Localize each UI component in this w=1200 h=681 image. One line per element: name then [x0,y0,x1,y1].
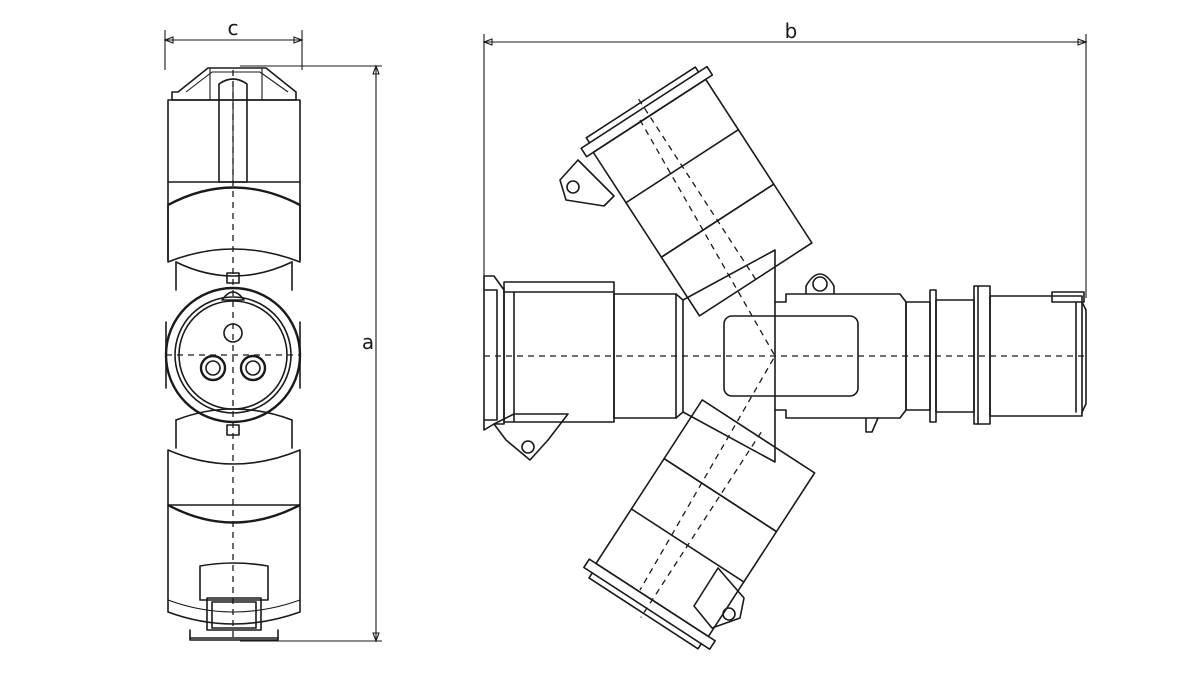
dimension-a-label: a [362,330,374,354]
contact-right [239,354,267,382]
branch-centerlines [639,119,776,591]
upper-socket-body [167,99,301,183]
front-view [164,67,302,641]
side-view [483,65,1087,650]
lower-branch-socket [583,399,816,650]
dimension-a: a [240,64,382,643]
latch-clip [206,597,262,631]
key-top [226,272,240,284]
earth-contact [223,323,243,343]
left-socket-cap [483,275,505,431]
hanging-eye [805,273,835,295]
plug-ring-2 [973,285,991,425]
key-bottom [226,424,240,436]
plug-body [989,295,1083,417]
lid-hinge [218,78,248,183]
upper-branch-socket [580,65,813,317]
lower-socket-body [167,504,301,625]
dimension-c-label: c [228,16,239,40]
dimension-b-label: b [785,19,798,43]
dimension-c: c [163,16,304,70]
contact-left [199,354,227,382]
left-socket-body [503,281,615,423]
lower-mounting-lug [693,567,745,629]
left-mounting-lug [493,413,569,461]
top-cap [171,67,297,101]
latch [199,562,269,601]
face-key-notch [221,291,245,301]
upper-mounting-lug [559,159,615,207]
upper-collar [167,204,301,263]
label-plate [723,315,859,397]
lower-collar [167,449,301,506]
dimension-b: b [482,19,1088,298]
